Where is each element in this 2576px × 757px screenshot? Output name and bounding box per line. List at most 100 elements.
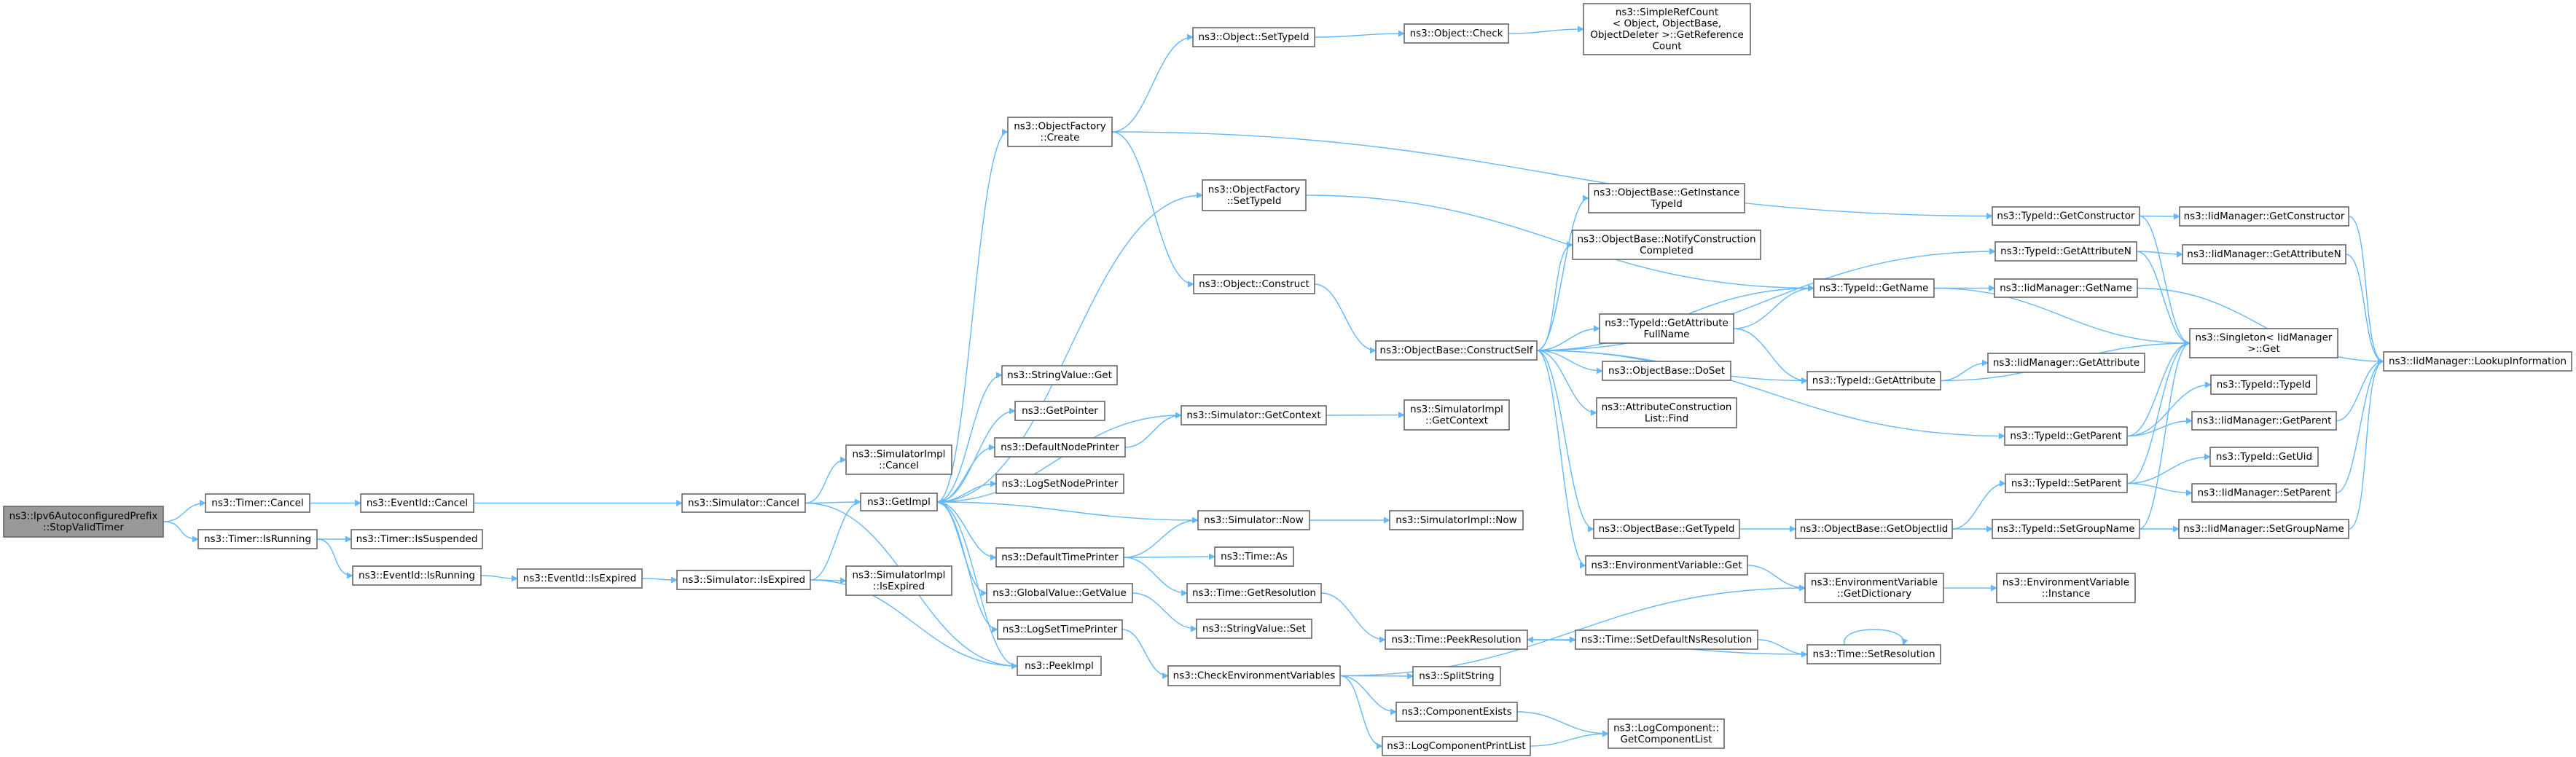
graph-node-iidGetAttributeN[interactable]: ns3::IidManager::GetAttributeN (2182, 244, 2346, 264)
graph-node-getCompList[interactable]: ns3::LogComponent::GetComponentList (1608, 718, 1725, 749)
graph-node-gvGetValue[interactable]: ns3::GlobalValue::GetValue (986, 583, 1133, 603)
graph-node-envInstance[interactable]: ns3::EnvironmentVariable::Instance (1996, 573, 2136, 603)
graph-node-tidGetAttributeN[interactable]: ns3::TypeId::GetAttributeN (1994, 241, 2137, 262)
graph-node-lookupInfo[interactable]: ns3::IidManager::LookupInformation (2383, 351, 2572, 372)
graph-node-simImplIsExpired[interactable]: ns3::SimulatorImpl::IsExpired (845, 565, 952, 596)
graph-node-simImplGetContext[interactable]: ns3::SimulatorImpl::GetContext (1404, 399, 1510, 431)
graph-node-timeGetRes[interactable]: ns3::Time::GetResolution (1186, 583, 1322, 603)
edge-iidSetParent-to-lookupInfo (2336, 358, 2384, 494)
graph-node-checkEnv[interactable]: ns3::CheckEnvironmentVariables (1167, 665, 1341, 686)
graph-node-logCompPrintList[interactable]: ns3::LogComponentPrintList (1382, 736, 1531, 756)
node-box (1596, 397, 1737, 428)
graph-node-setDefNsRes[interactable]: ns3::Time::SetDefaultNsResolution (1575, 629, 1758, 650)
graph-node-tidTypeId[interactable]: ns3::TypeId::TypeId (2210, 374, 2317, 395)
edge-constructSelf-to-getInstTypeId (1536, 195, 1589, 351)
graph-node-simGetContext[interactable]: ns3::Simulator::GetContext (1181, 405, 1327, 425)
edge-constructSelf-to-acFind (1536, 350, 1597, 416)
edge-tidSetParent-to-iidSetParent (2126, 482, 2193, 496)
node-label: ns3::TypeId::GetAttribute (1605, 317, 1729, 329)
graph-node-timerIsSuspended[interactable]: ns3::Timer::IsSuspended (351, 529, 483, 549)
graph-node-compExists[interactable]: ns3::ComponentExists (1395, 702, 1518, 722)
graph-node-simpleRef[interactable]: ns3::SimpleRefCount< Object, ObjectBase,… (1583, 3, 1751, 55)
graph-node-constructSelf[interactable]: ns3::ObjectBase::ConstructSelf (1375, 340, 1538, 361)
graph-node-tidGetUid[interactable]: ns3::TypeId::GetUid (2209, 447, 2319, 467)
graph-node-simCancel[interactable]: ns3::Simulator::Cancel (681, 493, 806, 513)
graph-node-root[interactable]: ns3::Ipv6AutoconfiguredPrefix::StopValid… (3, 506, 164, 538)
graph-node-iidSetParent[interactable]: ns3::IidManager::SetParent (2191, 483, 2337, 503)
graph-node-envGet[interactable]: ns3::EnvironmentVariable::Get (1585, 555, 1748, 576)
graph-node-simImplNow[interactable]: ns3::SimulatorImpl::Now (1389, 510, 1524, 530)
node-box (845, 444, 952, 475)
graph-node-ofSetTypeId[interactable]: ns3::ObjectFactory::SetTypeId (1202, 179, 1307, 211)
edge-tidSetGroupName-to-singletonGet (2139, 340, 2191, 530)
graph-node-doSet[interactable]: ns3::ObjectBase::DoSet (1602, 361, 1731, 381)
graph-node-tidGetName[interactable]: ns3::TypeId::GetName (1813, 278, 1935, 298)
edge-gvGetValue-to-strSet (1132, 592, 1197, 632)
node-label: ns3::IidManager::GetParent (2197, 415, 2332, 427)
graph-node-splitString[interactable]: ns3::SplitString (1412, 666, 1501, 686)
graph-node-simIsExpired[interactable]: ns3::Simulator::IsExpired (676, 570, 811, 590)
graph-node-tidGetConstructor[interactable]: ns3::TypeId::GetConstructor (1992, 206, 2140, 226)
graph-node-notifyCC[interactable]: ns3::ObjectBase::NotifyConstructionCompl… (1572, 230, 1761, 260)
graph-node-simImplCancel[interactable]: ns3::SimulatorImpl::Cancel (845, 444, 952, 475)
edge-iidGetAttributeN-to-lookupInfo (2345, 254, 2384, 365)
graph-node-eventIsExpired[interactable]: ns3::EventId::IsExpired (517, 568, 643, 589)
graph-node-getPointer[interactable]: ns3::GetPointer (1014, 401, 1105, 421)
graph-node-ofCreate[interactable]: ns3::ObjectFactory::Create (1007, 117, 1113, 147)
edge-getAttrFullName-to-tidGetAttribute (1733, 328, 1808, 384)
graph-node-timeSetRes[interactable]: ns3::Time::SetResolution (1806, 644, 1941, 664)
graph-node-simNow[interactable]: ns3::Simulator::Now (1197, 510, 1310, 530)
node-box (1214, 546, 1294, 567)
node-label: ns3::PeekImpl (1025, 660, 1094, 672)
graph-node-timePeekRes[interactable]: ns3::Time::PeekResolution (1385, 629, 1528, 650)
graph-node-peekImpl[interactable]: ns3::PeekImpl (1017, 656, 1102, 676)
graph-node-tidSetParent[interactable]: ns3::TypeId::SetParent (2005, 474, 2128, 493)
node-box (1996, 573, 2136, 603)
node-box (1186, 583, 1322, 603)
graph-node-timerIsRunning[interactable]: ns3::Timer::IsRunning (197, 529, 318, 549)
node-box (1588, 183, 1745, 213)
graph-node-eventIsRunning[interactable]: ns3::EventId::IsRunning (352, 565, 482, 586)
graph-node-obGetTypeId[interactable]: ns3::ObjectBase::GetTypeId (1593, 519, 1740, 539)
edge-constructSelf-to-notifyCC (1536, 241, 1573, 351)
edge-getAttrFullName-to-tidGetName (1733, 285, 1814, 329)
graph-node-strGet[interactable]: ns3::StringValue::Get (1001, 365, 1118, 385)
graph-node-iidGetName[interactable]: ns3::IidManager::GetName (1994, 278, 2138, 298)
graph-node-defTimePrinter[interactable]: ns3::DefaultTimePrinter (995, 547, 1124, 568)
edge-tidGetConstructor-to-iidGetConstructor (2139, 213, 2180, 220)
graph-node-objConstruct[interactable]: ns3::Object::Construct (1193, 274, 1315, 294)
graph-node-timerCancel[interactable]: ns3::Timer::Cancel (205, 493, 310, 513)
graph-node-iidSetGroupName[interactable]: ns3::IidManager::SetGroupName (2178, 519, 2349, 539)
node-label: ns3::SimulatorImpl (853, 569, 946, 581)
graph-node-getObjectIid[interactable]: ns3::ObjectBase::GetObjectIid (1795, 519, 1953, 539)
graph-node-strSet[interactable]: ns3::StringValue::Set (1196, 619, 1312, 639)
node-label: ns3::Timer::IsRunning (204, 533, 311, 545)
edge-constructSelf-to-tidGetAttributeN (1536, 248, 1996, 351)
graph-node-tidGetAttribute[interactable]: ns3::TypeId::GetAttribute (1806, 371, 1941, 391)
node-label: ns3::IidManager::SetParent (2198, 487, 2331, 499)
graph-node-logSetNodePrinter[interactable]: ns3::LogSetNodePrinter (995, 474, 1124, 494)
node-box (2179, 206, 2349, 227)
graph-node-tidSetGroupName[interactable]: ns3::TypeId::SetGroupName (1992, 519, 2140, 539)
node-label: Completed (1640, 245, 1694, 256)
graph-node-tidGetParent[interactable]: ns3::TypeId::GetParent (2004, 426, 2128, 446)
graph-node-logSetTimePrinter[interactable]: ns3::LogSetTimePrinter (997, 619, 1123, 640)
graph-node-eventCancel[interactable]: ns3::EventId::Cancel (360, 493, 474, 513)
node-label: ::Create (1041, 132, 1080, 144)
graph-node-iidGetConstructor[interactable]: ns3::IidManager::GetConstructor (2179, 206, 2349, 227)
graph-node-objSetTypeId[interactable]: ns3::Object::SetTypeId (1192, 27, 1315, 47)
node-box (1994, 278, 2138, 298)
graph-node-singletonGet[interactable]: ns3::Singleton< IidManager>::Get (2189, 328, 2338, 358)
edge-tidGetAttributeN-to-singletonGet (2136, 251, 2191, 347)
graph-node-iidGetParent[interactable]: ns3::IidManager::GetParent (2191, 411, 2337, 431)
graph-node-timeAs[interactable]: ns3::Time::As (1214, 546, 1294, 567)
graph-node-objCheck[interactable]: ns3::Object::Check (1404, 23, 1509, 44)
graph-node-getImpl[interactable]: ns3::GetImpl (860, 493, 938, 511)
graph-node-envGetDict[interactable]: ns3::EnvironmentVariable::GetDictionary (1804, 573, 1944, 603)
graph-node-iidGetAttribute[interactable]: ns3::IidManager::GetAttribute (1987, 353, 2145, 373)
edge-getImpl-to-defTimePrinter (936, 501, 997, 561)
graph-node-defNodePrinter[interactable]: ns3::DefaultNodePrinter (994, 437, 1126, 458)
